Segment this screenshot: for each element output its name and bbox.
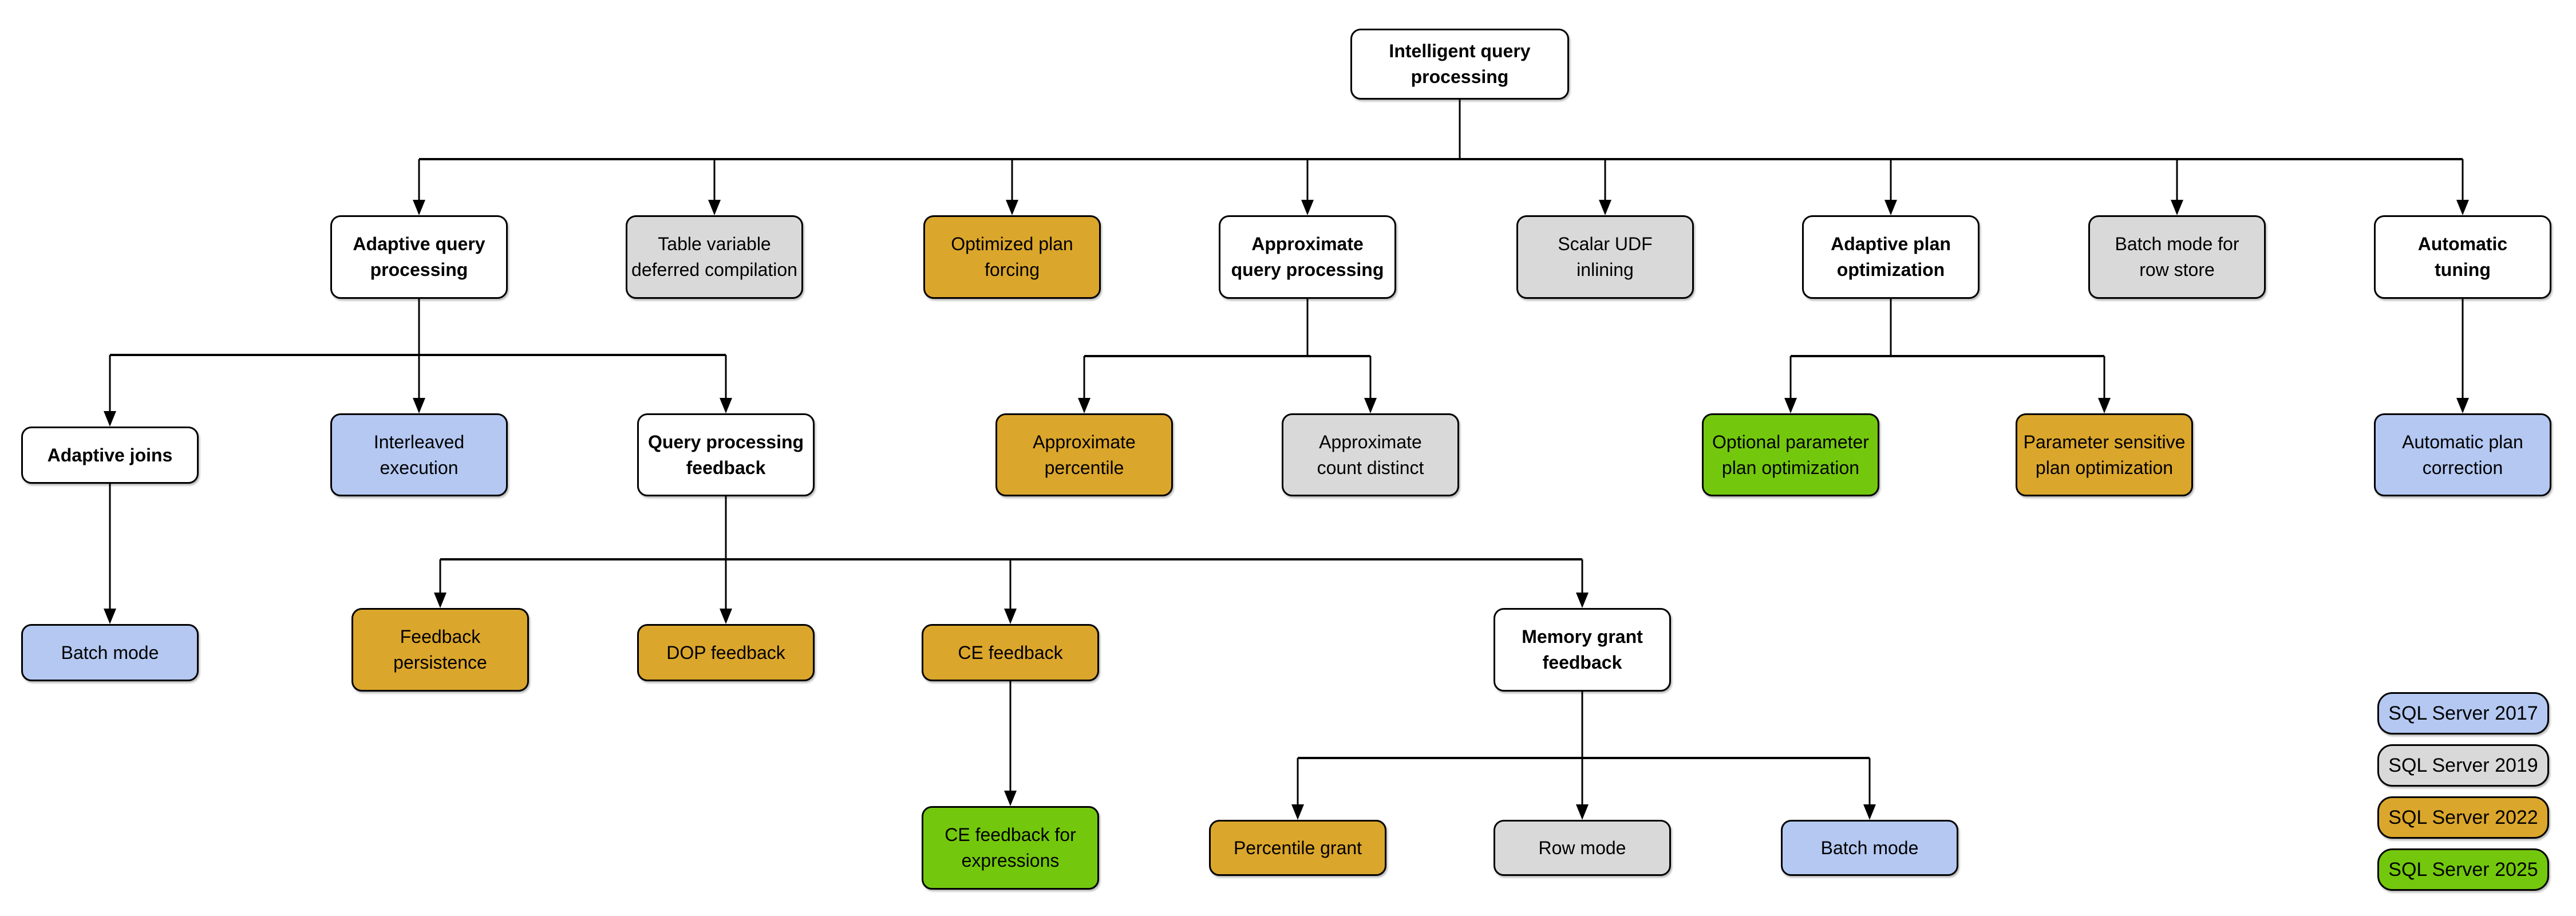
node-feedback-persistence: Feedback persistence — [351, 608, 529, 692]
node-percentile-grant: Percentile grant — [1209, 820, 1386, 876]
node-optional-parameter-plan-optimization: Optional parameter plan optimization — [1702, 413, 1879, 496]
node-row-mode: Row mode — [1494, 820, 1671, 876]
arrowhead-icon — [720, 609, 732, 624]
node-adaptive-joins: Adaptive joins — [21, 427, 199, 484]
arrowhead-icon — [2456, 200, 2469, 215]
node-ce-feedback: CE feedback — [922, 624, 1099, 681]
legend-sql-server-2017: SQL Server 2017 — [2377, 692, 2549, 735]
node-approximate-query-processing: Approximate query processing — [1219, 215, 1396, 299]
node-batch-mode-row-store: Batch mode for row store — [2088, 215, 2266, 299]
arrowhead-icon — [1291, 804, 1304, 820]
arrowhead-icon — [2171, 200, 2183, 215]
arrowhead-icon — [1364, 398, 1377, 413]
arrowhead-icon — [1599, 200, 1611, 215]
arrowhead-icon — [1004, 791, 1017, 806]
arrowhead-icon — [1576, 593, 1589, 608]
node-optimized-plan-forcing: Optimized plan forcing — [923, 215, 1101, 299]
node-query-processing-feedback: Query processing feedback — [637, 413, 815, 496]
arrowhead-icon — [1863, 804, 1876, 820]
node-memory-grant-feedback: Memory grant feedback — [1494, 608, 1671, 692]
node-adaptive-query-processing: Adaptive query processing — [330, 215, 508, 299]
arrowhead-icon — [413, 398, 425, 413]
arrowhead-icon — [2456, 398, 2469, 413]
node-table-variable-deferred-compilation: Table variable deferred compilation — [626, 215, 803, 299]
arrowhead-icon — [434, 593, 447, 608]
arrowhead-icon — [1884, 200, 1897, 215]
node-batch-mode-adaptive-joins: Batch mode — [21, 624, 199, 681]
node-parameter-sensitive-plan-optimization: Parameter sensitive plan optimization — [2016, 413, 2193, 496]
node-root: Intelligent query processing — [1350, 29, 1569, 100]
arrowhead-icon — [1576, 804, 1589, 820]
node-batch-mode-memory-grant: Batch mode — [1781, 820, 1958, 876]
node-ce-feedback-expressions: CE feedback for expressions — [922, 806, 1099, 890]
arrowhead-icon — [104, 609, 116, 624]
node-approximate-count-distinct: Approximate count distinct — [1282, 413, 1459, 496]
node-adaptive-plan-optimization: Adaptive plan optimization — [1802, 215, 1980, 299]
arrowhead-icon — [720, 398, 732, 413]
arrowhead-icon — [1784, 398, 1797, 413]
arrowhead-icon — [1301, 200, 1314, 215]
arrowhead-icon — [2098, 398, 2111, 413]
node-automatic-plan-correction: Automatic plan correction — [2374, 413, 2551, 496]
arrowhead-icon — [708, 200, 721, 215]
arrowhead-icon — [1006, 200, 1018, 215]
node-automatic-tuning: Automatic tuning — [2374, 215, 2551, 299]
node-scalar-udf-inlining: Scalar UDF inlining — [1516, 215, 1694, 299]
node-approximate-percentile: Approximate percentile — [995, 413, 1173, 496]
node-interleaved-execution: Interleaved execution — [330, 413, 508, 496]
arrowhead-icon — [1004, 609, 1017, 624]
legend-sql-server-2025: SQL Server 2025 — [2377, 848, 2549, 891]
arrowhead-icon — [413, 200, 425, 215]
legend-sql-server-2019: SQL Server 2019 — [2377, 744, 2549, 787]
node-dop-feedback: DOP feedback — [637, 624, 815, 681]
arrowhead-icon — [1078, 398, 1091, 413]
arrowhead-icon — [104, 411, 116, 427]
legend-sql-server-2022: SQL Server 2022 — [2377, 796, 2549, 839]
